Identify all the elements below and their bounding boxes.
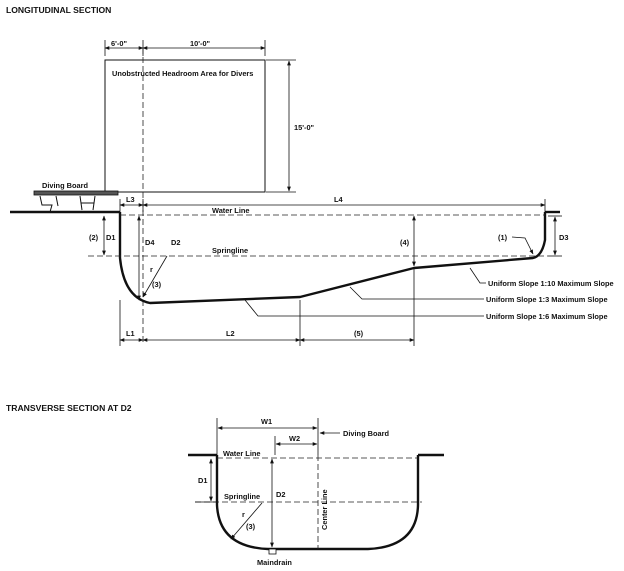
t-springline-label: Springline	[224, 492, 260, 501]
t-radius-line	[230, 502, 263, 540]
diving-board-stand-right	[79, 195, 96, 211]
maindrain-label: Maindrain	[257, 558, 292, 567]
dim-10ft-label: 10'-0"	[190, 39, 211, 48]
t-water-line-label: Water Line	[223, 449, 261, 458]
diving-board-plank	[33, 190, 119, 196]
slope-16-label: Uniform Slope 1:6 Maximum Slope	[486, 312, 608, 321]
t-radius-label: r	[242, 510, 245, 519]
diving-board-stand-left	[39, 195, 59, 213]
radius-label: r	[150, 265, 153, 274]
l2-label: L2	[226, 329, 235, 338]
dim-15ft-label: 15'-0"	[294, 123, 315, 132]
transverse-section: TRANSVERSE SECTION AT D2 W1 W2 Diving Bo…	[6, 403, 444, 567]
springline-label: Springline	[212, 246, 248, 255]
diving-board-label: Diving Board	[42, 181, 88, 190]
l1-label: L1	[126, 329, 135, 338]
slope-110-label: Uniform Slope 1:10 Maximum Slope	[488, 279, 614, 288]
note3-label: (3)	[152, 280, 162, 289]
note1-label: (1)	[498, 233, 508, 242]
d1-note: (2)	[89, 233, 99, 242]
d2-label: D2	[171, 238, 180, 247]
l4-label: L4	[334, 195, 344, 204]
dim-6ft-label: 6'-0"	[111, 39, 127, 48]
t-center-line-label: Center Line	[320, 489, 329, 530]
t-note3-label: (3)	[246, 522, 256, 531]
pool-floor-profile	[118, 212, 547, 305]
w2-label: W2	[289, 434, 300, 443]
t-d1-label: D1	[198, 476, 207, 485]
radius-line	[142, 255, 168, 298]
l3-label: L3	[126, 195, 135, 204]
longitudinal-heading: LONGITUDINAL SECTION	[6, 5, 111, 15]
slope-110-leader	[469, 267, 486, 284]
maindrain-box	[268, 548, 277, 555]
d4-label: D4	[145, 238, 155, 247]
d1-label: D1	[106, 233, 115, 242]
headroom-label: Unobstructed Headroom Area for Divers	[112, 69, 253, 78]
d3-label: D3	[559, 233, 568, 242]
transverse-diving-board-label: Diving Board	[343, 429, 389, 438]
headroom-box	[104, 59, 266, 193]
longitudinal-section: LONGITUDINAL SECTION 6'-0" 10'-0" Unobst…	[6, 5, 614, 346]
water-line-label: Water Line	[212, 206, 250, 215]
note1-leader	[511, 236, 534, 255]
transverse-heading: TRANSVERSE SECTION AT D2	[6, 403, 132, 413]
t-d2-label: D2	[276, 490, 285, 499]
note4-label: (4)	[400, 238, 410, 247]
w1-label: W1	[261, 417, 272, 426]
note5-label: (5)	[354, 329, 364, 338]
slope-13-label: Uniform Slope 1:3 Maximum Slope	[486, 295, 608, 304]
slope-13-leader	[349, 286, 484, 300]
slope-16-leader	[244, 299, 484, 317]
